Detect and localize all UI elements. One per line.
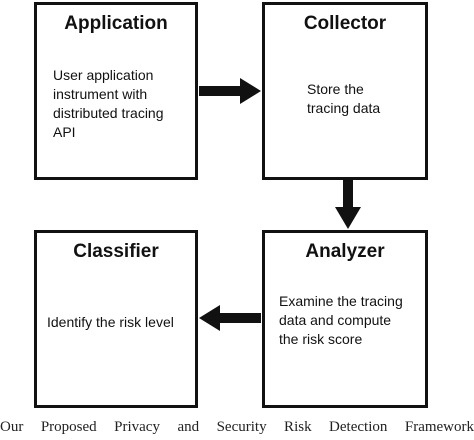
classifier-title: Classifier bbox=[73, 241, 159, 262]
arrow-collector-to-analyzer bbox=[335, 180, 361, 229]
application-description: User application instrument with distrib… bbox=[53, 67, 164, 140]
application-node: Application User application instrument … bbox=[34, 2, 198, 180]
classifier-node: Classifier Identify the risk level bbox=[34, 230, 198, 408]
analyzer-node: Analyzer Examine the tracing data and co… bbox=[262, 230, 428, 408]
collector-node: Collector Store the tracing data bbox=[262, 2, 428, 180]
collector-title: Collector bbox=[303, 13, 387, 34]
analyzer-title: Analyzer bbox=[305, 241, 385, 262]
collector-description: Store the tracing data bbox=[307, 81, 381, 116]
figure-caption: Our Proposed Privacy and Security Risk D… bbox=[0, 419, 474, 435]
application-title: Application bbox=[64, 13, 168, 34]
arrow-application-to-collector bbox=[199, 78, 261, 104]
arrow-analyzer-to-classifier bbox=[199, 305, 261, 331]
analyzer-description: Examine the tracing data and compute the… bbox=[279, 293, 403, 347]
classifier-description: Identify the risk level bbox=[47, 314, 174, 330]
